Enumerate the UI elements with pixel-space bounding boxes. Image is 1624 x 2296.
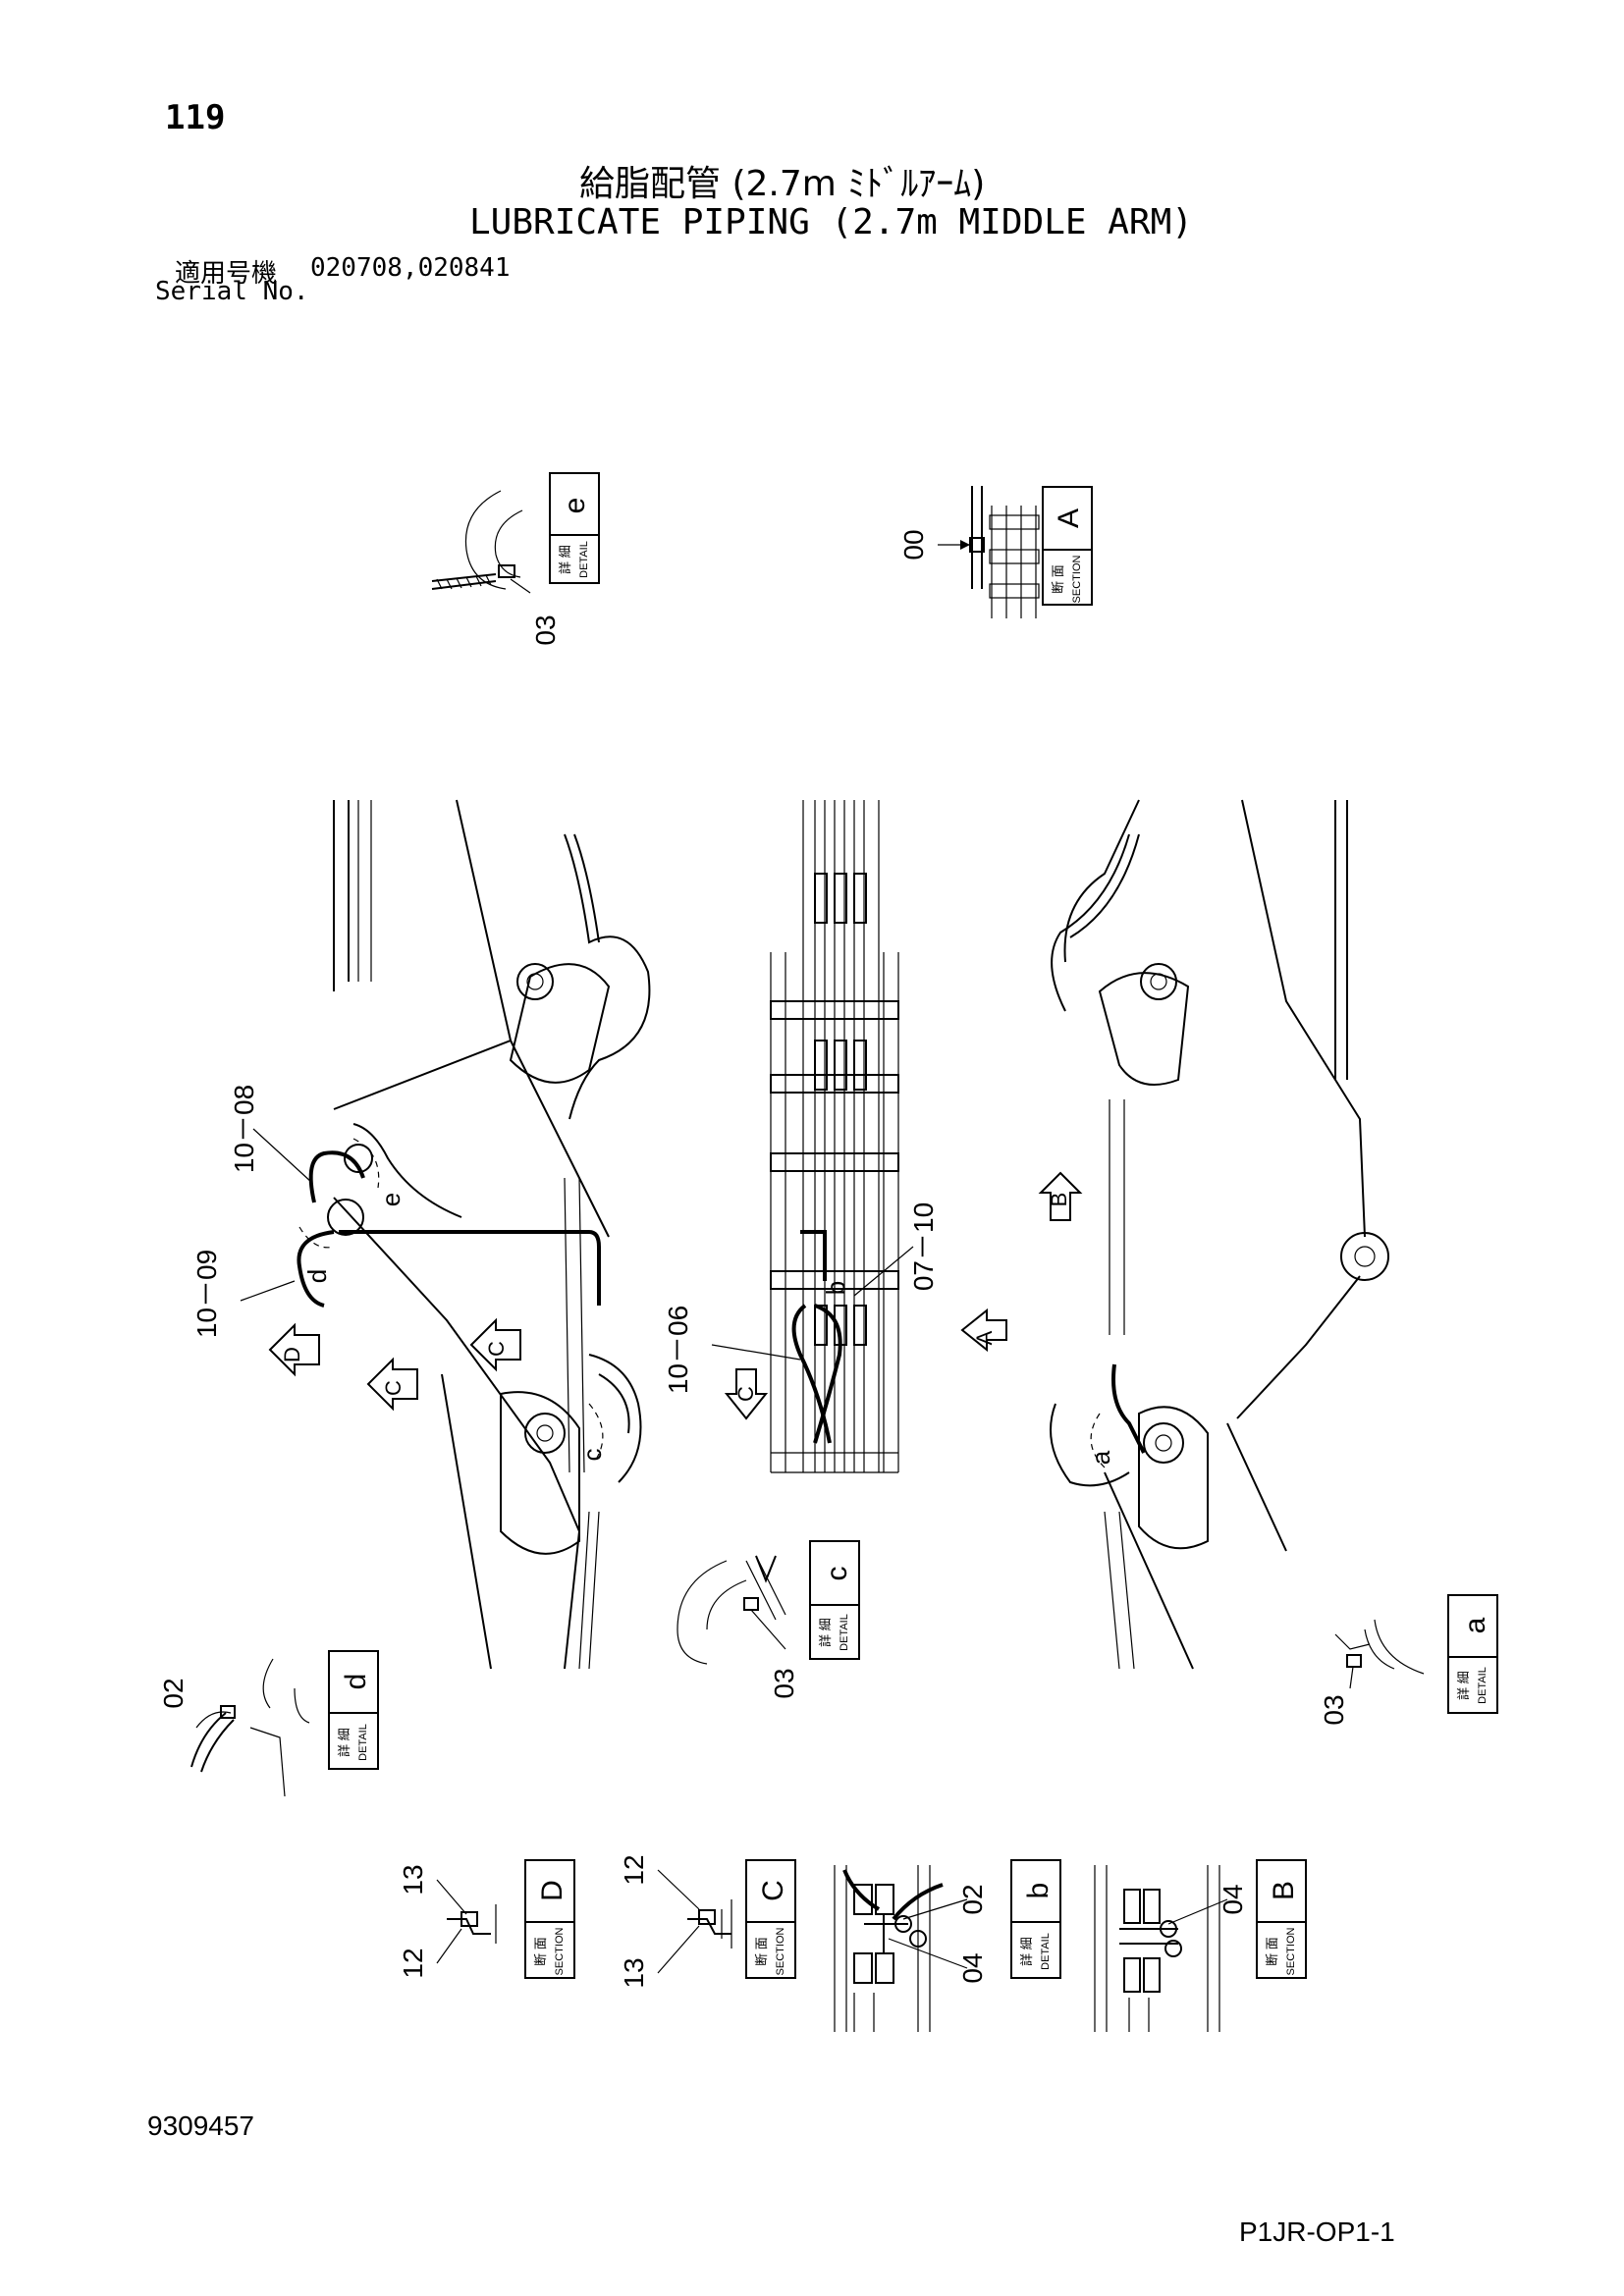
part-number-13: 13 xyxy=(619,1957,649,1988)
svg-text:10－06: 10－06 xyxy=(663,1306,693,1394)
part-number-02: 02 xyxy=(158,1678,189,1708)
svg-text:D: D xyxy=(536,1880,568,1901)
fitting-icon xyxy=(1346,1654,1362,1668)
svg-text:DETAIL: DETAIL xyxy=(1477,1667,1489,1704)
svg-text:DETAIL: DETAIL xyxy=(839,1614,850,1651)
svg-text:詳 細: 詳 細 xyxy=(818,1618,833,1647)
section-d-label-box: D 断 面 SECTION xyxy=(524,1859,575,1979)
serial-values: 020708,020841 xyxy=(310,253,511,283)
view-marker-c-left2: C xyxy=(366,1357,418,1412)
section-a-label-box: A 断 面 SECTION xyxy=(1042,486,1093,606)
callout-10-06: 10－06 xyxy=(663,1306,801,1394)
serial-label-english: Serial No. xyxy=(155,277,309,306)
detail-b-view: 02 04 b 詳 細 DETAIL xyxy=(834,1859,1061,2032)
svg-text:詳 細: 詳 細 xyxy=(558,545,572,574)
detail-marker-e: e xyxy=(376,1193,406,1206)
section-c-view: 12 13 C 断 面 SECTION xyxy=(619,1854,796,1989)
svg-text:断 面: 断 面 xyxy=(1051,564,1065,594)
section-b-label-box: B 断 面 SECTION xyxy=(1256,1859,1307,1979)
svg-text:A: A xyxy=(1053,508,1085,528)
view-marker-d: D xyxy=(268,1322,320,1377)
part-number-04: 04 xyxy=(957,1952,988,1983)
part-number-12: 12 xyxy=(398,1948,428,1978)
section-d-view: 13 12 D 断 面 SECTION xyxy=(398,1859,575,1979)
detail-marker-b: b xyxy=(821,1281,850,1295)
detail-d-label-box: d 詳 細 DETAIL xyxy=(328,1650,379,1770)
right-arm-view xyxy=(1050,799,1389,1670)
svg-text:D: D xyxy=(280,1347,304,1362)
callout-10-09: 10－09 xyxy=(191,1250,296,1338)
svg-text:a: a xyxy=(1459,1617,1491,1633)
svg-text:SECTION: SECTION xyxy=(1285,1928,1297,1976)
callout-07-10: 07－10 xyxy=(853,1202,939,1297)
page-number: 119 xyxy=(165,98,226,137)
svg-text:DETAIL: DETAIL xyxy=(357,1724,369,1761)
svg-text:DETAIL: DETAIL xyxy=(578,541,590,578)
svg-text:C: C xyxy=(733,1386,758,1402)
part-number-03: 03 xyxy=(530,614,561,645)
svg-text:c: c xyxy=(821,1567,853,1581)
svg-text:断 面: 断 面 xyxy=(533,1937,548,1966)
svg-text:DETAIL: DETAIL xyxy=(1040,1933,1052,1970)
detail-marker-a: a xyxy=(1086,1450,1115,1465)
svg-text:B: B xyxy=(1047,1193,1071,1207)
svg-text:断 面: 断 面 xyxy=(1265,1937,1279,1966)
svg-text:詳 細: 詳 細 xyxy=(337,1728,352,1757)
view-marker-a: A xyxy=(960,1308,1007,1353)
detail-e-view: 03 e 詳 細 DETAIL xyxy=(431,472,600,646)
svg-text:SECTION: SECTION xyxy=(554,1928,566,1976)
detail-d-view: 02 d 詳 細 DETAIL xyxy=(158,1650,379,1797)
svg-text:10－08: 10－08 xyxy=(229,1085,259,1173)
callout-10-08: 10－08 xyxy=(229,1085,313,1184)
svg-text:C: C xyxy=(484,1341,509,1357)
part-number-04: 04 xyxy=(1218,1884,1248,1914)
fitting-icon xyxy=(220,1705,236,1719)
detail-e-label-box: e 詳 細 DETAIL xyxy=(549,472,600,584)
section-b-view: 04 B 断 面 SECTION xyxy=(1094,1859,1307,2032)
detail-marker-d: d xyxy=(302,1269,332,1283)
fitting-icon xyxy=(743,1597,759,1611)
detail-a-view: 03 a 詳 細 DETAIL xyxy=(1319,1594,1498,1726)
part-number-00: 00 xyxy=(898,529,929,560)
title-japanese: 給脂配管 (2.7m ﾐﾄﾞﾙｱｰﾑ) xyxy=(579,164,986,204)
svg-text:詳 細: 詳 細 xyxy=(1019,1937,1034,1966)
svg-text:断 面: 断 面 xyxy=(754,1937,769,1966)
serial-label-japanese: 適用号機 xyxy=(175,259,278,289)
svg-text:07－10: 07－10 xyxy=(908,1202,939,1291)
section-c-label-box: C 断 面 SECTION xyxy=(745,1859,796,1979)
part-number-03: 03 xyxy=(1319,1694,1349,1725)
part-number-02: 02 xyxy=(957,1884,988,1914)
detail-marker-c: c xyxy=(577,1449,607,1462)
document-number: 9309457 xyxy=(147,2110,255,2141)
detail-c-label-box: c 詳 細 DETAIL xyxy=(809,1540,860,1660)
detail-b-label-box: b 詳 細 DETAIL xyxy=(1010,1859,1061,1979)
left-arm-view xyxy=(297,799,651,1670)
svg-text:10－09: 10－09 xyxy=(191,1250,222,1338)
svg-text:詳 細: 詳 細 xyxy=(1456,1671,1471,1700)
svg-text:b: b xyxy=(1022,1883,1055,1899)
part-number-12: 12 xyxy=(619,1854,649,1885)
detail-c-view: 03 c 詳 細 DETAIL xyxy=(677,1540,860,1699)
page-code: P1JR-OP1-1 xyxy=(1239,2216,1395,2247)
part-number-13: 13 xyxy=(398,1864,428,1895)
view-marker-c-left1: C xyxy=(469,1317,521,1372)
view-marker-b: B xyxy=(1038,1171,1083,1221)
svg-text:B: B xyxy=(1268,1881,1300,1900)
svg-text:e: e xyxy=(559,498,591,514)
title-english: LUBRICATE PIPING (2.7m MIDDLE ARM) xyxy=(469,202,1193,242)
fitting-icon xyxy=(498,564,515,578)
svg-text:d: d xyxy=(340,1674,372,1690)
part-number-03: 03 xyxy=(769,1668,799,1698)
section-a-view: 00 A 断 面 SECTION xyxy=(898,486,1093,618)
center-arm-view xyxy=(770,800,899,1473)
svg-text:C: C xyxy=(757,1880,789,1901)
svg-text:C: C xyxy=(381,1380,406,1396)
svg-text:SECTION: SECTION xyxy=(775,1928,786,1976)
detail-a-label-box: a 詳 細 DETAIL xyxy=(1447,1594,1498,1714)
svg-text:SECTION: SECTION xyxy=(1071,556,1083,604)
svg-text:A: A xyxy=(972,1330,997,1345)
view-marker-c-center: C xyxy=(724,1368,769,1420)
